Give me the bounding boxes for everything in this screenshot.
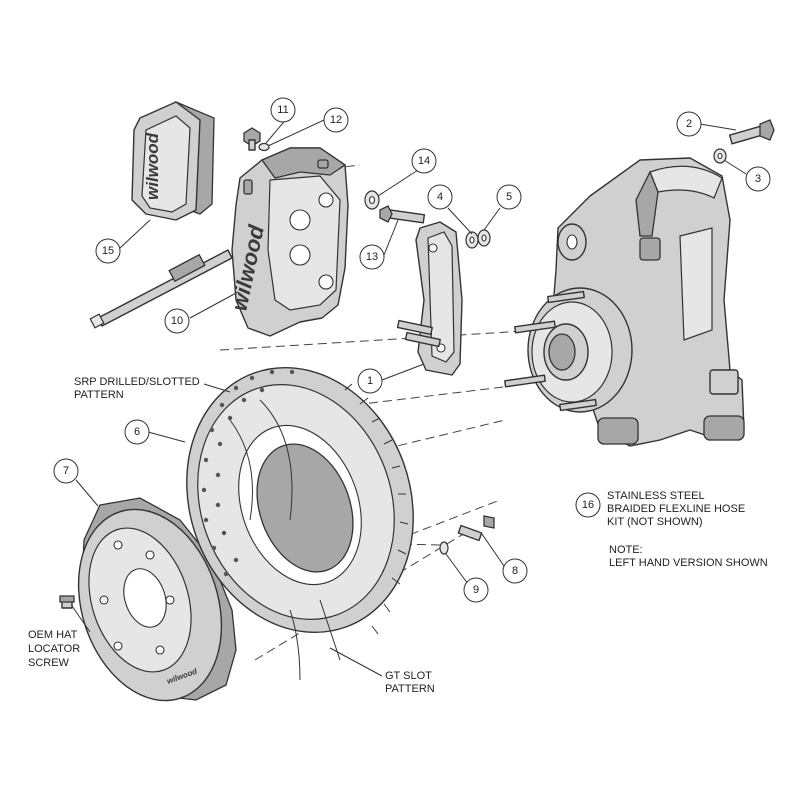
shim-5	[477, 229, 491, 247]
gt-slot-label: GT SLOT PATTERN	[385, 670, 435, 695]
callout-12: 12	[323, 107, 349, 133]
hose-label-line-2: BRAIDED FLEXLINE HOSE	[607, 503, 745, 515]
caliper-bracket	[396, 221, 463, 376]
note-label-line-2: LEFT HAND VERSION SHOWN	[609, 557, 768, 569]
pad-logo-text: wilwood	[143, 132, 162, 200]
caliper-piston-3	[318, 192, 334, 208]
callout-7: 7	[53, 458, 79, 484]
bleeder-screw	[243, 127, 261, 151]
brake-rotor	[186, 366, 414, 681]
caliper-piston-1	[289, 209, 311, 231]
caliper-piston-4	[318, 274, 334, 290]
callout-5: 5	[496, 184, 522, 210]
callout-8: 8	[502, 558, 528, 584]
callout-6-number: 6	[134, 426, 140, 438]
callout-5-number: 5	[506, 191, 512, 203]
srp-pattern-label: SRP DRILLED/SLOTTED PATTERN	[74, 376, 200, 401]
gt-label-line-1: GT SLOT	[385, 670, 432, 682]
rotor-washer-9	[439, 541, 449, 555]
srp-label-line-1: SRP DRILLED/SLOTTED	[74, 376, 200, 388]
washer-14	[364, 190, 380, 210]
note-label-line-1: NOTE:	[609, 544, 643, 556]
rotor-vent-edge	[344, 383, 409, 635]
callout-12-number: 12	[330, 114, 342, 126]
callout-11-number: 11	[277, 104, 288, 116]
callout-6: 6	[124, 419, 150, 445]
knuckle-bolt	[728, 119, 775, 145]
callout-1-number: 1	[367, 375, 373, 387]
leader-lines	[71, 109, 747, 677]
callout-13: 13	[359, 244, 385, 270]
callout-14-number: 14	[418, 155, 430, 167]
callout-4: 4	[427, 184, 453, 210]
oem-label-line-3: SCREW	[28, 657, 70, 669]
caliper-piston-2	[289, 244, 311, 266]
hose-kit-label: STAINLESS STEEL BRAIDED FLEXLINE HOSE KI…	[607, 490, 745, 528]
oem-label-line-1: OEM HAT	[28, 629, 78, 641]
note-label: NOTE: LEFT HAND VERSION SHOWN	[609, 544, 768, 569]
shim-4	[465, 231, 479, 249]
caliper: wilwood	[226, 147, 349, 337]
callout-10-number: 10	[171, 315, 183, 327]
callout-10: 10	[164, 308, 190, 334]
callout-13-number: 13	[366, 251, 378, 263]
bracket-bolt-13	[379, 205, 426, 224]
knuckle-washer	[713, 148, 727, 164]
callout-15-number: 15	[102, 245, 114, 257]
hub	[504, 287, 633, 413]
callout-14: 14	[411, 148, 437, 174]
callout-9: 9	[463, 577, 489, 603]
callout-16-number: 16	[582, 499, 594, 511]
caliper-bridge-bolt	[89, 249, 233, 329]
callout-3: 3	[745, 166, 771, 192]
bleeder-washer	[258, 142, 270, 152]
callout-4-number: 4	[437, 191, 443, 203]
brake-pad: wilwood	[131, 101, 215, 221]
srp-label-line-2: PATTERN	[74, 389, 124, 401]
callout-2: 2	[676, 111, 702, 137]
oem-hat-locator-screw	[59, 595, 75, 609]
oem-label-line-2: LOCATOR	[28, 643, 80, 655]
callout-15: 15	[95, 238, 121, 264]
callout-11: 11	[270, 97, 296, 123]
callout-1: 1	[357, 368, 383, 394]
callout-7-number: 7	[63, 465, 69, 477]
callout-9-number: 9	[473, 584, 479, 596]
callout-3-number: 3	[755, 173, 761, 185]
callout-2-number: 2	[686, 118, 692, 130]
callout-16: 16	[575, 492, 601, 518]
hose-label-line-3: KIT (NOT SHOWN)	[607, 516, 703, 528]
callout-8-number: 8	[512, 565, 518, 577]
oem-screw-label: OEM HAT LOCATOR SCREW	[28, 629, 80, 669]
rotor-drill-holes	[201, 369, 295, 577]
rotor-bolt-8	[457, 515, 495, 542]
gt-label-line-2: PATTERN	[385, 683, 435, 695]
rotor-hat: wilwood	[77, 497, 237, 702]
hose-label-line-1: STAINLESS STEEL	[607, 490, 705, 502]
